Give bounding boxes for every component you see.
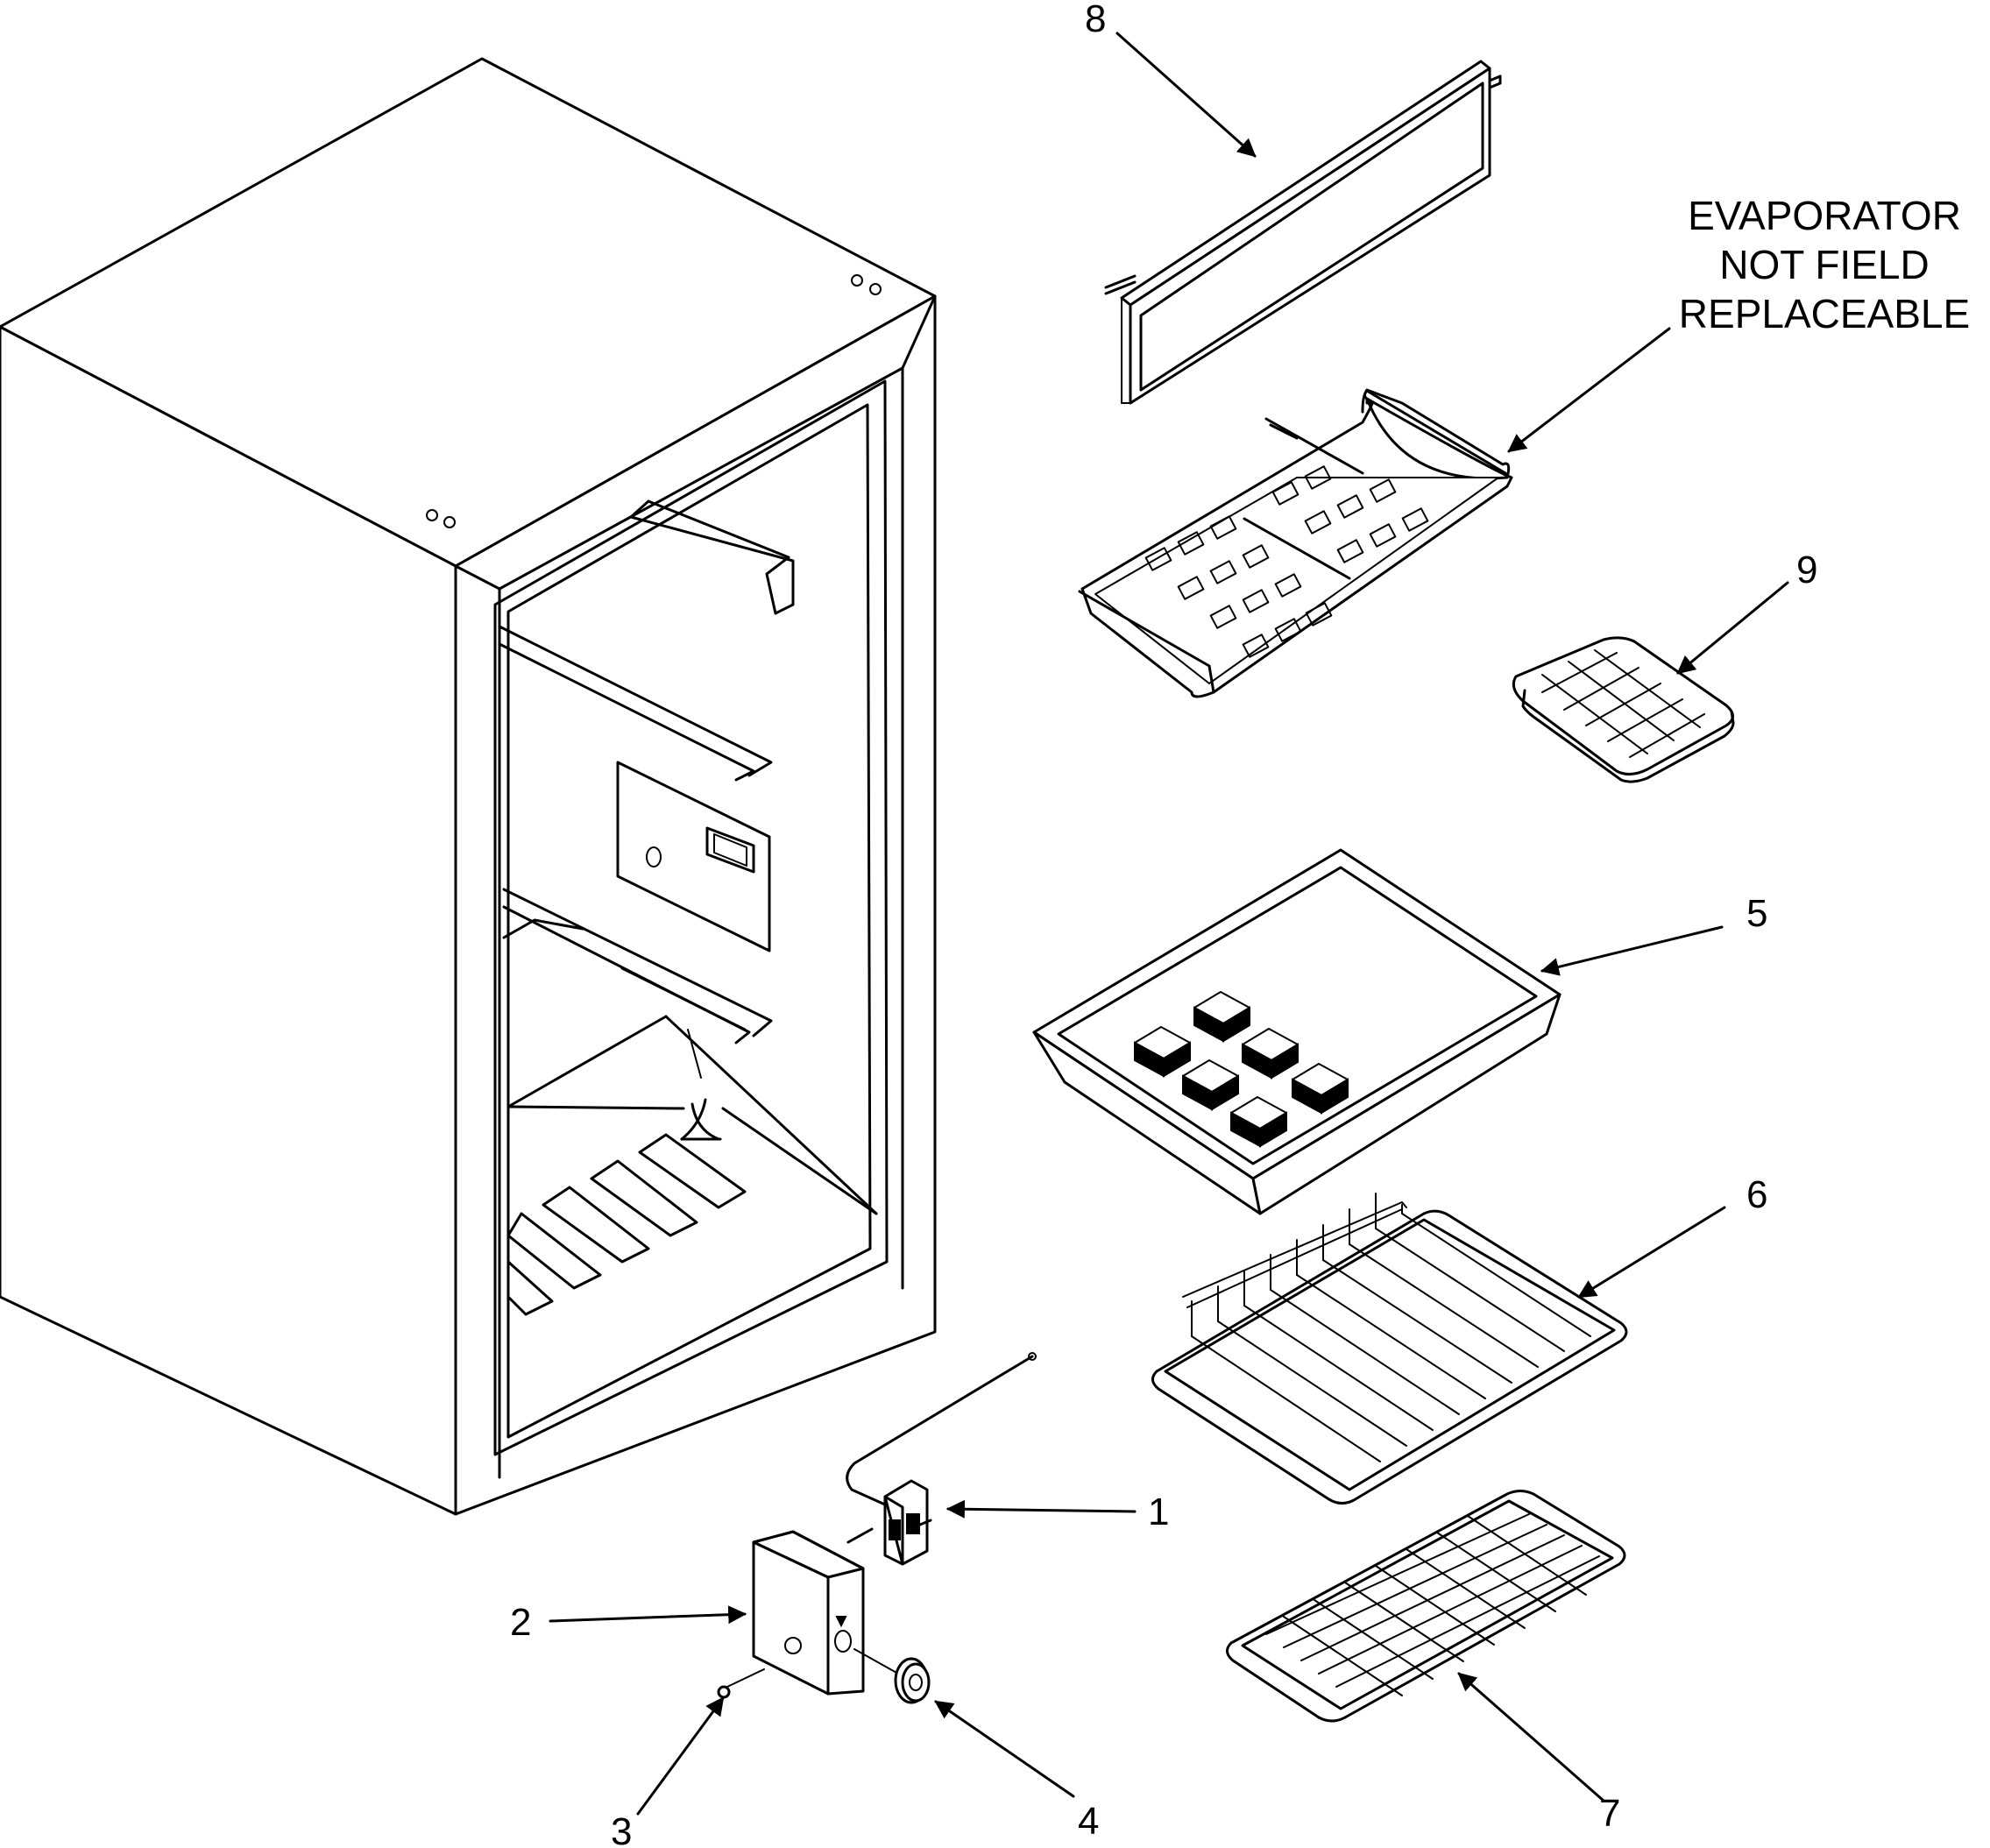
callout-5: 5 xyxy=(1746,892,1767,935)
callout-9: 9 xyxy=(1796,549,1817,591)
control-knob xyxy=(853,1648,931,1704)
shelf-rail-lower xyxy=(502,888,773,1044)
shelf-rail-upper xyxy=(629,499,795,615)
wire-shelf-bars xyxy=(1182,1193,1591,1462)
mounting-screw xyxy=(717,1668,765,1699)
thermostat-control-panel xyxy=(616,761,771,952)
callout-6: 6 xyxy=(1746,1173,1767,1216)
control-housing xyxy=(752,1527,874,1696)
ice-tray-grid xyxy=(1541,649,1705,758)
storage-bin xyxy=(1032,848,1562,1215)
wire-shelf xyxy=(1151,1193,1628,1505)
small-wire-shelf-bars xyxy=(1265,1513,1600,1696)
refrigerator-cabinet xyxy=(0,57,937,1516)
drain-grid xyxy=(506,1133,747,1316)
thermostat xyxy=(883,1479,932,1566)
callout-1: 1 xyxy=(1148,1490,1169,1533)
note-line-1: EVAPORATOR xyxy=(1688,193,1961,238)
note-line-2: NOT FIELD xyxy=(1719,242,1929,287)
shelf-rail-middle xyxy=(498,625,773,782)
bin-blocks xyxy=(1134,991,1349,1148)
callout-3: 3 xyxy=(611,1810,632,1848)
callout-7: 7 xyxy=(1599,1792,1620,1835)
cabinet-screw-holes xyxy=(426,274,882,528)
leader-arrows xyxy=(549,32,1789,1816)
evaporator-note: EVAPORATOR NOT FIELD REPLACEABLE xyxy=(1679,193,1970,336)
cabinet-floor xyxy=(506,1015,878,1215)
evaporator xyxy=(1078,388,1513,698)
callout-2: 2 xyxy=(510,1601,531,1644)
callout-8: 8 xyxy=(1085,0,1106,40)
ice-cube-tray xyxy=(1512,636,1735,783)
note-line-3: REPLACEABLE xyxy=(1679,291,1970,336)
door-hinge-pin-left xyxy=(1104,274,1137,295)
small-wire-shelf xyxy=(1226,1490,1626,1723)
thermostat-capillary-tube xyxy=(846,1352,1037,1507)
callout-4: 4 xyxy=(1078,1800,1099,1843)
evaporator-grid xyxy=(1144,465,1429,658)
door-hinge-pin-right xyxy=(1488,74,1502,89)
freezer-door xyxy=(1104,60,1502,405)
